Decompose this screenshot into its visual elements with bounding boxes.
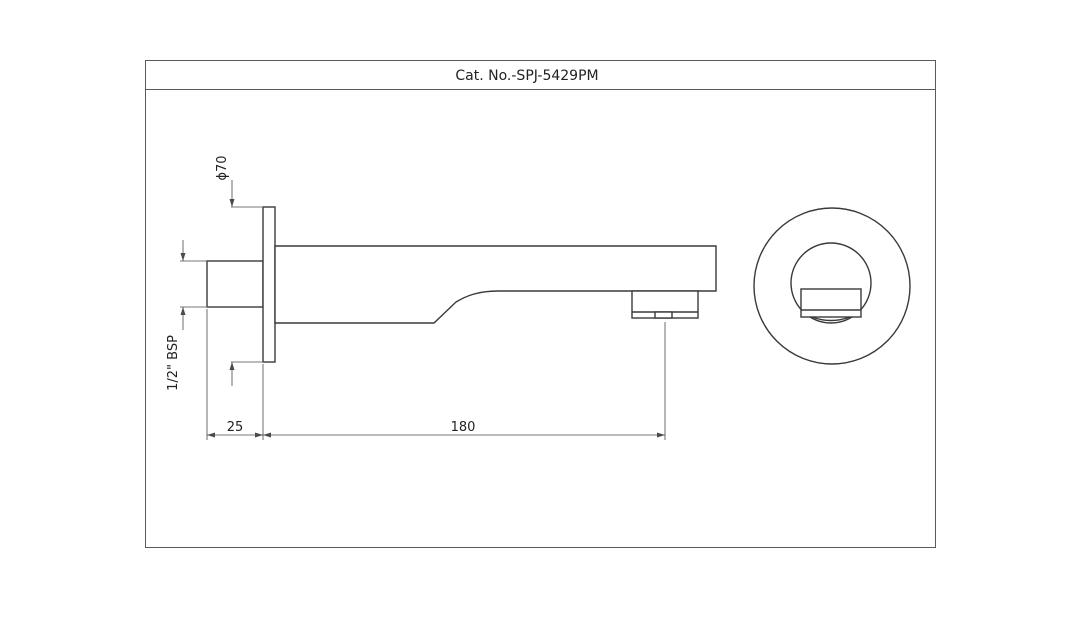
aerator-outlet — [654, 311, 673, 319]
arrow-head — [180, 307, 186, 315]
arrow-head — [263, 432, 271, 438]
front-aerator-lip — [811, 316, 851, 322]
drawing-frame — [145, 60, 936, 548]
catalog-number: Cat. No.-SPJ-5429PM — [455, 68, 598, 84]
spout-body — [274, 245, 717, 324]
flange-diameter-label: ϕ70 — [215, 155, 230, 180]
inlet-length-label: 25 — [227, 420, 244, 435]
front-aerator — [800, 288, 862, 318]
side-view — [206, 206, 717, 363]
wall-flange — [262, 206, 276, 363]
spout-length-label: 180 — [451, 420, 476, 435]
front-view — [753, 207, 911, 365]
threaded-inlet — [206, 260, 264, 308]
arrow-head — [180, 253, 186, 261]
thread-size-label: 1/2" BSP — [166, 335, 181, 391]
length-dimensions: 25 180 — [206, 309, 666, 440]
arrow-head — [657, 432, 665, 438]
arrow-head — [255, 432, 263, 438]
arrow-head — [207, 432, 215, 438]
thread-size-dimension: 1/2" BSP — [166, 240, 206, 391]
arrow-head — [229, 199, 235, 207]
flange-diameter-dimension: ϕ70 — [215, 155, 262, 386]
arrow-head — [229, 362, 235, 370]
